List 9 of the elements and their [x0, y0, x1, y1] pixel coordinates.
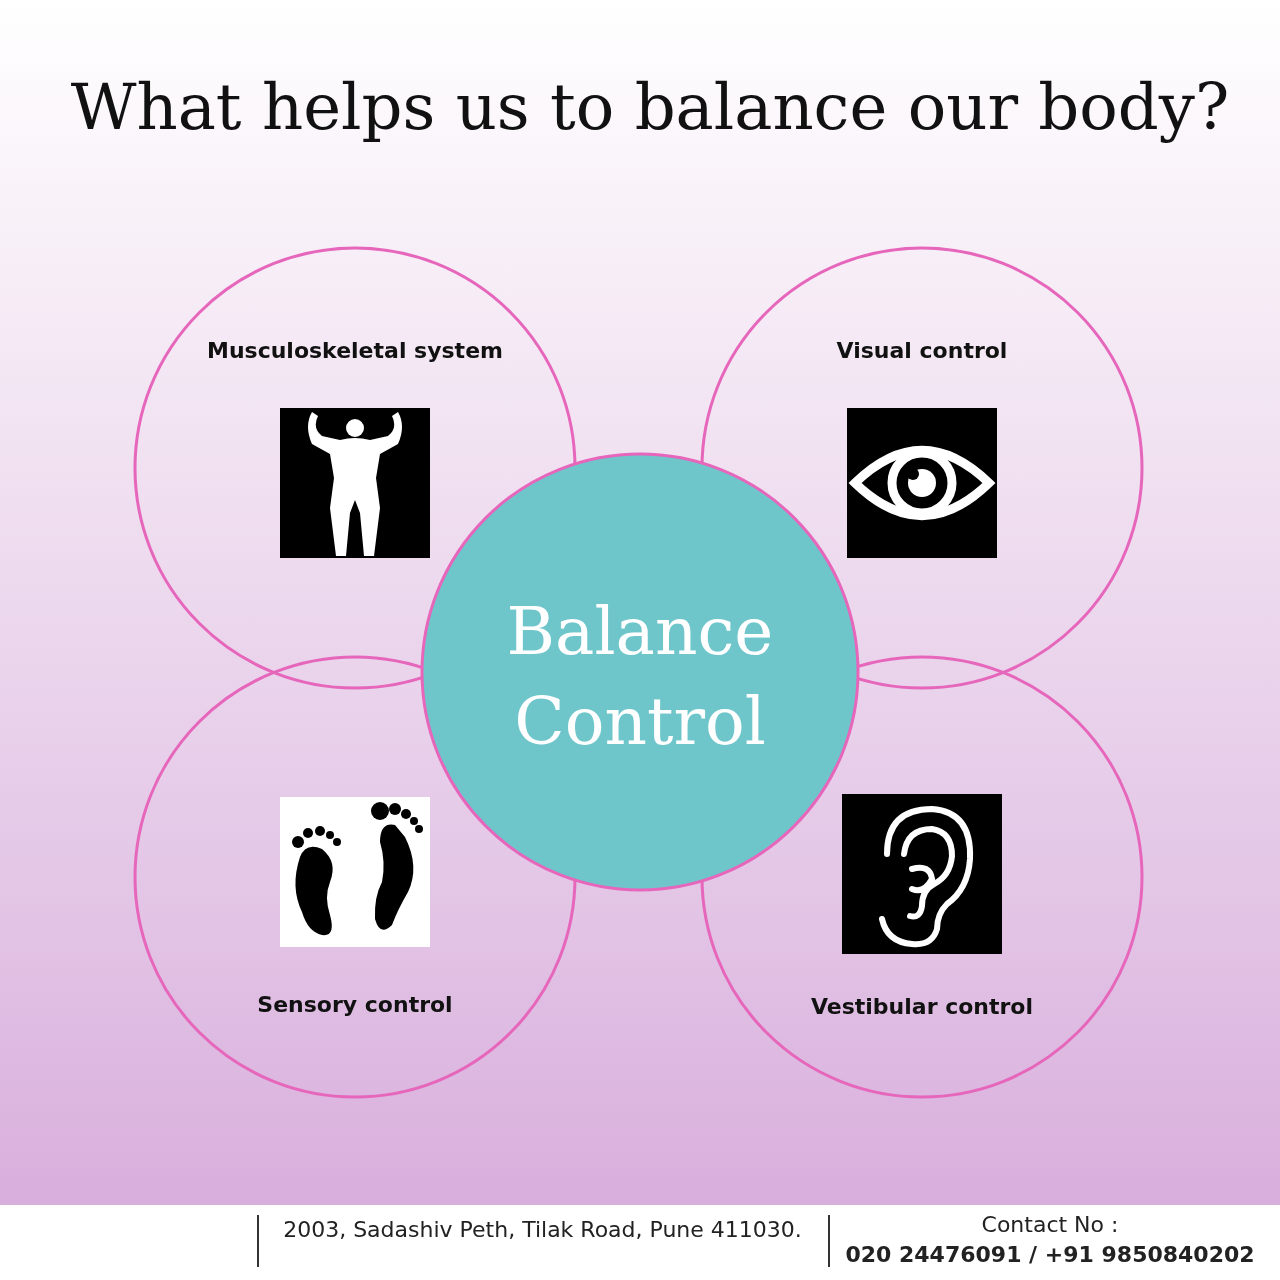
- contact-label: Contact No :: [980, 1212, 1120, 1237]
- title: What helps us to balance our body?: [69, 70, 1231, 144]
- circle-heading: Vestibular control: [810, 994, 1033, 1019]
- circle-heading: Sensory control: [257, 992, 453, 1017]
- phone-numbers: 020 24476091 / +91 9850840202: [844, 1242, 1256, 1267]
- circle-heading: Musculoskeletal system: [207, 338, 503, 363]
- address-text: 2003, Sadashiv Peth, Tilak Road, Pune 411030.: [282, 1216, 803, 1244]
- circle-heading: Visual control: [836, 338, 1008, 363]
- center-title: Balance Control: [505, 592, 775, 762]
